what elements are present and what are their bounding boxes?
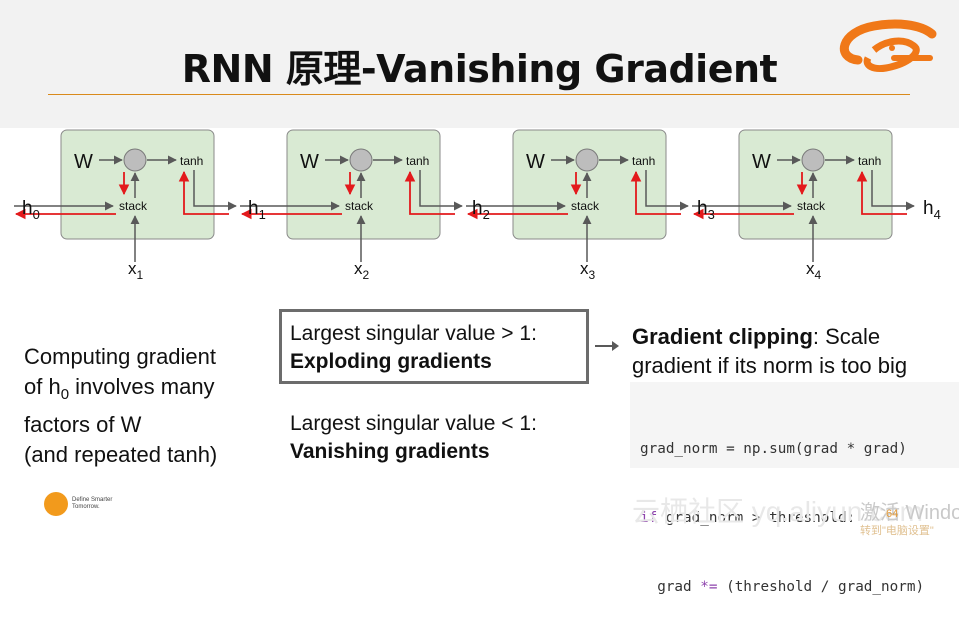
cell-box (286, 129, 441, 240)
stack-label: stack (345, 199, 374, 213)
alibaba-logo (839, 19, 937, 72)
hidden-state-label: h0 (22, 198, 40, 222)
w-label: W (74, 151, 93, 173)
w-label: W (300, 151, 319, 173)
exploding-box (279, 309, 589, 384)
clipping-head: Gradient clipping (632, 324, 813, 349)
right-arrow-icon (595, 341, 619, 351)
left-note-line4: (and repeated tanh) (24, 442, 218, 467)
w-label: W (752, 151, 771, 173)
windows-activation: 激活 Windo (860, 502, 959, 524)
clipping-rest: : Scale (812, 324, 881, 349)
tanh-label: tanh (180, 154, 203, 168)
arrow-back-tanh (404, 170, 455, 215)
stack-label: stack (797, 199, 826, 213)
code-line3: grad *= (threshold / grad_norm) (640, 579, 925, 595)
hidden-state-label: h2 (472, 198, 490, 222)
title-rule (48, 94, 910, 95)
page-number: 64 (886, 508, 899, 520)
code-block: grad_norm = np.sum(grad * grad) if grad_… (630, 382, 959, 595)
cell-node (575, 148, 599, 172)
exploding-result: Exploding gradients (290, 350, 492, 373)
cell-node (123, 148, 147, 172)
input-label: x3 (580, 259, 596, 282)
cell-node (801, 148, 825, 172)
exploding-label: Largest singular value > 1: (290, 322, 537, 345)
left-note-line2: of h0 involves many (24, 374, 215, 403)
windows-activation-sub: 转到"电脑设置" (860, 525, 934, 537)
input-label: x4 (806, 259, 822, 282)
footer-logo-icon (44, 492, 68, 516)
cell-box (60, 129, 215, 240)
arrow-back-tanh (178, 170, 229, 215)
tanh-label: tanh (632, 154, 655, 168)
stack-label: stack (571, 199, 600, 213)
vanishing-text: Largest singular value < 1: Vanishing gr… (290, 410, 537, 466)
watermark: 云栖社区 yq.aliyun.com (632, 496, 923, 527)
slide-title: RNN 原理-Vanishing Gradient (181, 47, 778, 91)
arrow-out (645, 170, 689, 211)
code-line1: grad_norm = np.sum(grad * grad) (640, 441, 907, 457)
arrow-back-tanh (630, 170, 681, 215)
input-label: x2 (354, 259, 370, 282)
left-note-line1: Computing gradient (24, 344, 217, 369)
cell-box (738, 129, 893, 240)
footer-brand: Define Smarter Tomorrow. (72, 497, 113, 510)
arrow-back-tanh (856, 170, 907, 215)
exploding-text: Largest singular value > 1: Exploding gr… (290, 320, 537, 376)
code-line2: if grad_norm > threshold: (640, 510, 856, 526)
cell-box (512, 129, 667, 240)
hidden-state-label: h3 (697, 198, 715, 222)
tanh-label: tanh (858, 154, 881, 168)
left-note-line3: factors of W (24, 412, 142, 437)
clipping-text: Gradient clipping: Scale gradient if its… (632, 322, 907, 380)
arrow-out (193, 170, 237, 211)
w-label: W (526, 151, 545, 173)
title-band (0, 0, 959, 128)
hidden-state-label: h4 (923, 198, 941, 222)
input-label: x1 (128, 259, 144, 282)
left-note: Computing gradient of h0 involves many f… (24, 342, 217, 470)
vanishing-label: Largest singular value < 1: (290, 412, 537, 435)
vanishing-result: Vanishing gradients (290, 440, 490, 463)
stack-label: stack (119, 199, 148, 213)
clipping-line2: gradient if its norm is too big (632, 353, 908, 378)
arrow-out (871, 170, 915, 211)
hidden-state-label: h1 (248, 198, 266, 222)
arrow-out (419, 170, 463, 211)
tanh-label: tanh (406, 154, 429, 168)
cell-node (349, 148, 373, 172)
